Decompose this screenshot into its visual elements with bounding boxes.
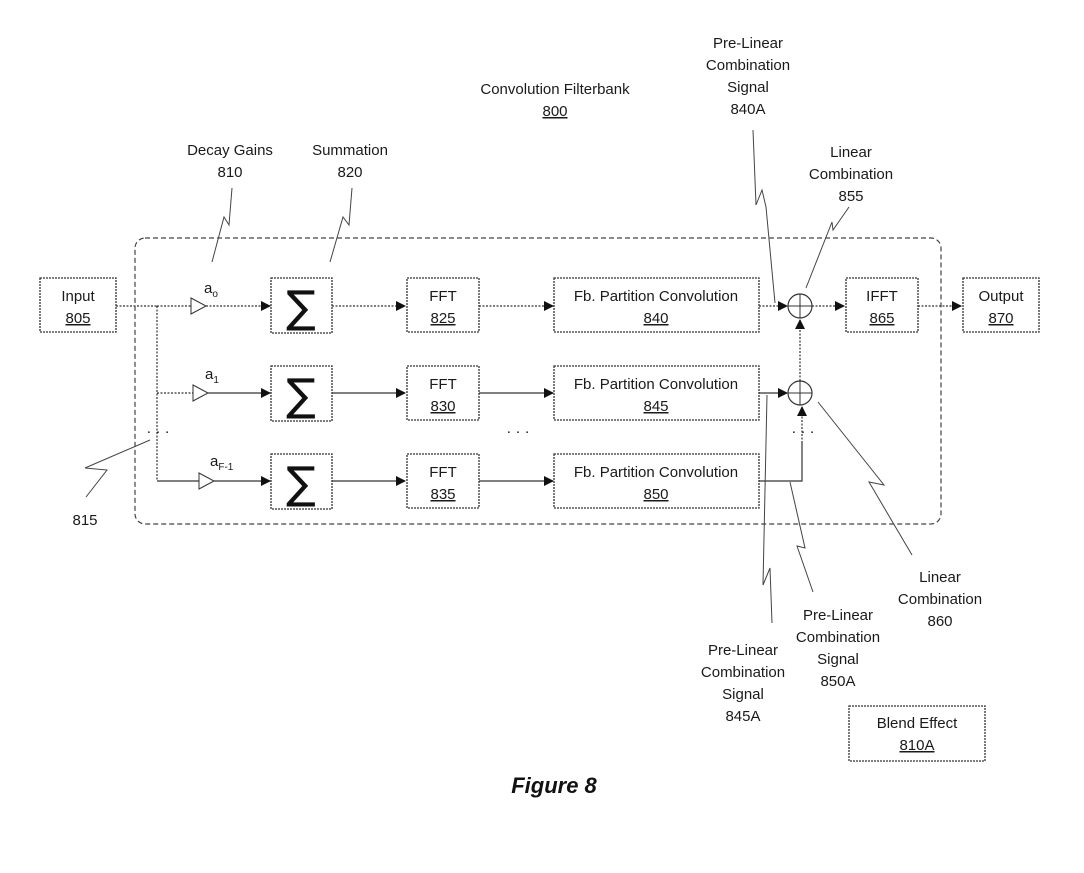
conv-ref: 840 <box>643 310 668 327</box>
adder-ellipsis: · · · <box>791 423 814 440</box>
gain-triangle-icon <box>192 384 210 402</box>
summation-block-0[interactable]: ∑ <box>270 277 333 334</box>
output-ref: 870 <box>988 310 1013 327</box>
svg-text:855: 855 <box>838 188 863 205</box>
ifft-block-865[interactable]: IFFT 865 <box>845 277 919 333</box>
ifft-label: IFFT <box>866 288 898 305</box>
filterbank-container <box>134 237 942 525</box>
fft-ellipsis: · · · <box>506 423 529 440</box>
svg-text:Combination: Combination <box>796 629 880 646</box>
conv-label: Fb. Partition Convolution <box>574 376 738 393</box>
callout-pre-linear-845a: Pre-Linear Combination Signal 845A <box>701 394 785 725</box>
input-block[interactable]: Input 805 <box>39 277 117 333</box>
svg-text:Pre-Linear: Pre-Linear <box>803 607 873 624</box>
svg-text:Combination: Combination <box>809 166 893 183</box>
svg-text:815: 815 <box>72 512 97 529</box>
svg-text:Signal: Signal <box>817 651 859 668</box>
callout-815: 815 <box>72 439 151 529</box>
conv-label: Fb. Partition Convolution <box>574 464 738 481</box>
svg-text:840A: 840A <box>730 101 765 118</box>
callout-linear-855: Linear Combination 855 <box>805 144 893 289</box>
output-block[interactable]: Output 870 <box>962 277 1040 333</box>
svg-text:Summation: Summation <box>312 142 388 159</box>
callout-decay-gains: Decay Gains 810 <box>187 142 273 263</box>
callout-summation: Summation 820 <box>312 142 388 263</box>
callout-pre-linear-840a: Pre-Linear Combination Signal 840A <box>706 35 790 304</box>
svg-text:860: 860 <box>927 613 952 630</box>
container-title: Convolution Filterbank 800 <box>480 81 630 120</box>
fft-label: FFT <box>429 464 457 481</box>
sigma-icon: ∑ <box>286 370 316 421</box>
fft-block-835[interactable]: FFT 835 <box>406 453 480 509</box>
sigma-icon: ∑ <box>286 458 316 509</box>
input-label: Input <box>61 288 95 305</box>
svg-text:Signal: Signal <box>722 686 764 703</box>
container-title-text: Convolution Filterbank <box>480 81 630 98</box>
callout-pre-linear-850a: Pre-Linear Combination Signal 850A <box>789 481 880 690</box>
fft-label: FFT <box>429 376 457 393</box>
svg-text:845A: 845A <box>725 708 760 725</box>
fft-ref: 825 <box>430 310 455 327</box>
summation-block-2[interactable]: ∑ <box>270 453 333 510</box>
gain-label-1: a1 <box>205 366 219 386</box>
conv-ref: 850 <box>643 486 668 503</box>
container-ref: 800 <box>542 103 567 120</box>
svg-text:Combination: Combination <box>898 591 982 608</box>
ifft-ref: 865 <box>869 310 894 327</box>
gain-label-2: aF-1 <box>210 453 234 473</box>
blend-effect-block[interactable]: Blend Effect 810A <box>848 705 986 762</box>
gain-triangle-icon <box>190 297 208 315</box>
callout-linear-860: Linear Combination 860 <box>817 401 982 630</box>
conv-label: Fb. Partition Convolution <box>574 288 738 305</box>
summation-block-1[interactable]: ∑ <box>270 365 333 422</box>
conv-ref: 845 <box>643 398 668 415</box>
blend-ref: 810A <box>899 737 934 754</box>
svg-text:Decay Gains: Decay Gains <box>187 142 273 159</box>
fft-block-825[interactable]: FFT 825 <box>406 277 480 333</box>
sigma-icon: ∑ <box>286 282 316 333</box>
svg-text:850A: 850A <box>820 673 855 690</box>
fft-block-830[interactable]: FFT 830 <box>406 365 480 421</box>
svg-text:820: 820 <box>337 164 362 181</box>
input-ref: 805 <box>65 310 90 327</box>
svg-text:Combination: Combination <box>701 664 785 681</box>
fft-label: FFT <box>429 288 457 305</box>
fft-ref: 830 <box>430 398 455 415</box>
gain-triangle-icon <box>198 472 216 490</box>
figure-caption: Figure 8 <box>511 773 597 798</box>
conv-block-845[interactable]: Fb. Partition Convolution 845 <box>553 365 760 421</box>
conv-block-850[interactable]: Fb. Partition Convolution 850 <box>553 453 760 509</box>
gain-label-0: ao <box>204 280 218 300</box>
conv-block-840[interactable]: Fb. Partition Convolution 840 <box>553 277 760 333</box>
svg-text:Signal: Signal <box>727 79 769 96</box>
adder-860-icon <box>787 380 813 406</box>
svg-text:Linear: Linear <box>919 569 961 586</box>
fft-ref: 835 <box>430 486 455 503</box>
svg-text:810: 810 <box>217 164 242 181</box>
adder-855-icon <box>787 293 813 319</box>
row2-conv-to-up <box>759 443 803 482</box>
svg-text:Linear: Linear <box>830 144 872 161</box>
svg-text:Combination: Combination <box>706 57 790 74</box>
branch-ellipsis: · · · <box>146 423 169 440</box>
output-label: Output <box>978 288 1024 305</box>
blend-label: Blend Effect <box>877 715 958 732</box>
svg-text:Pre-Linear: Pre-Linear <box>708 642 778 659</box>
svg-text:Pre-Linear: Pre-Linear <box>713 35 783 52</box>
